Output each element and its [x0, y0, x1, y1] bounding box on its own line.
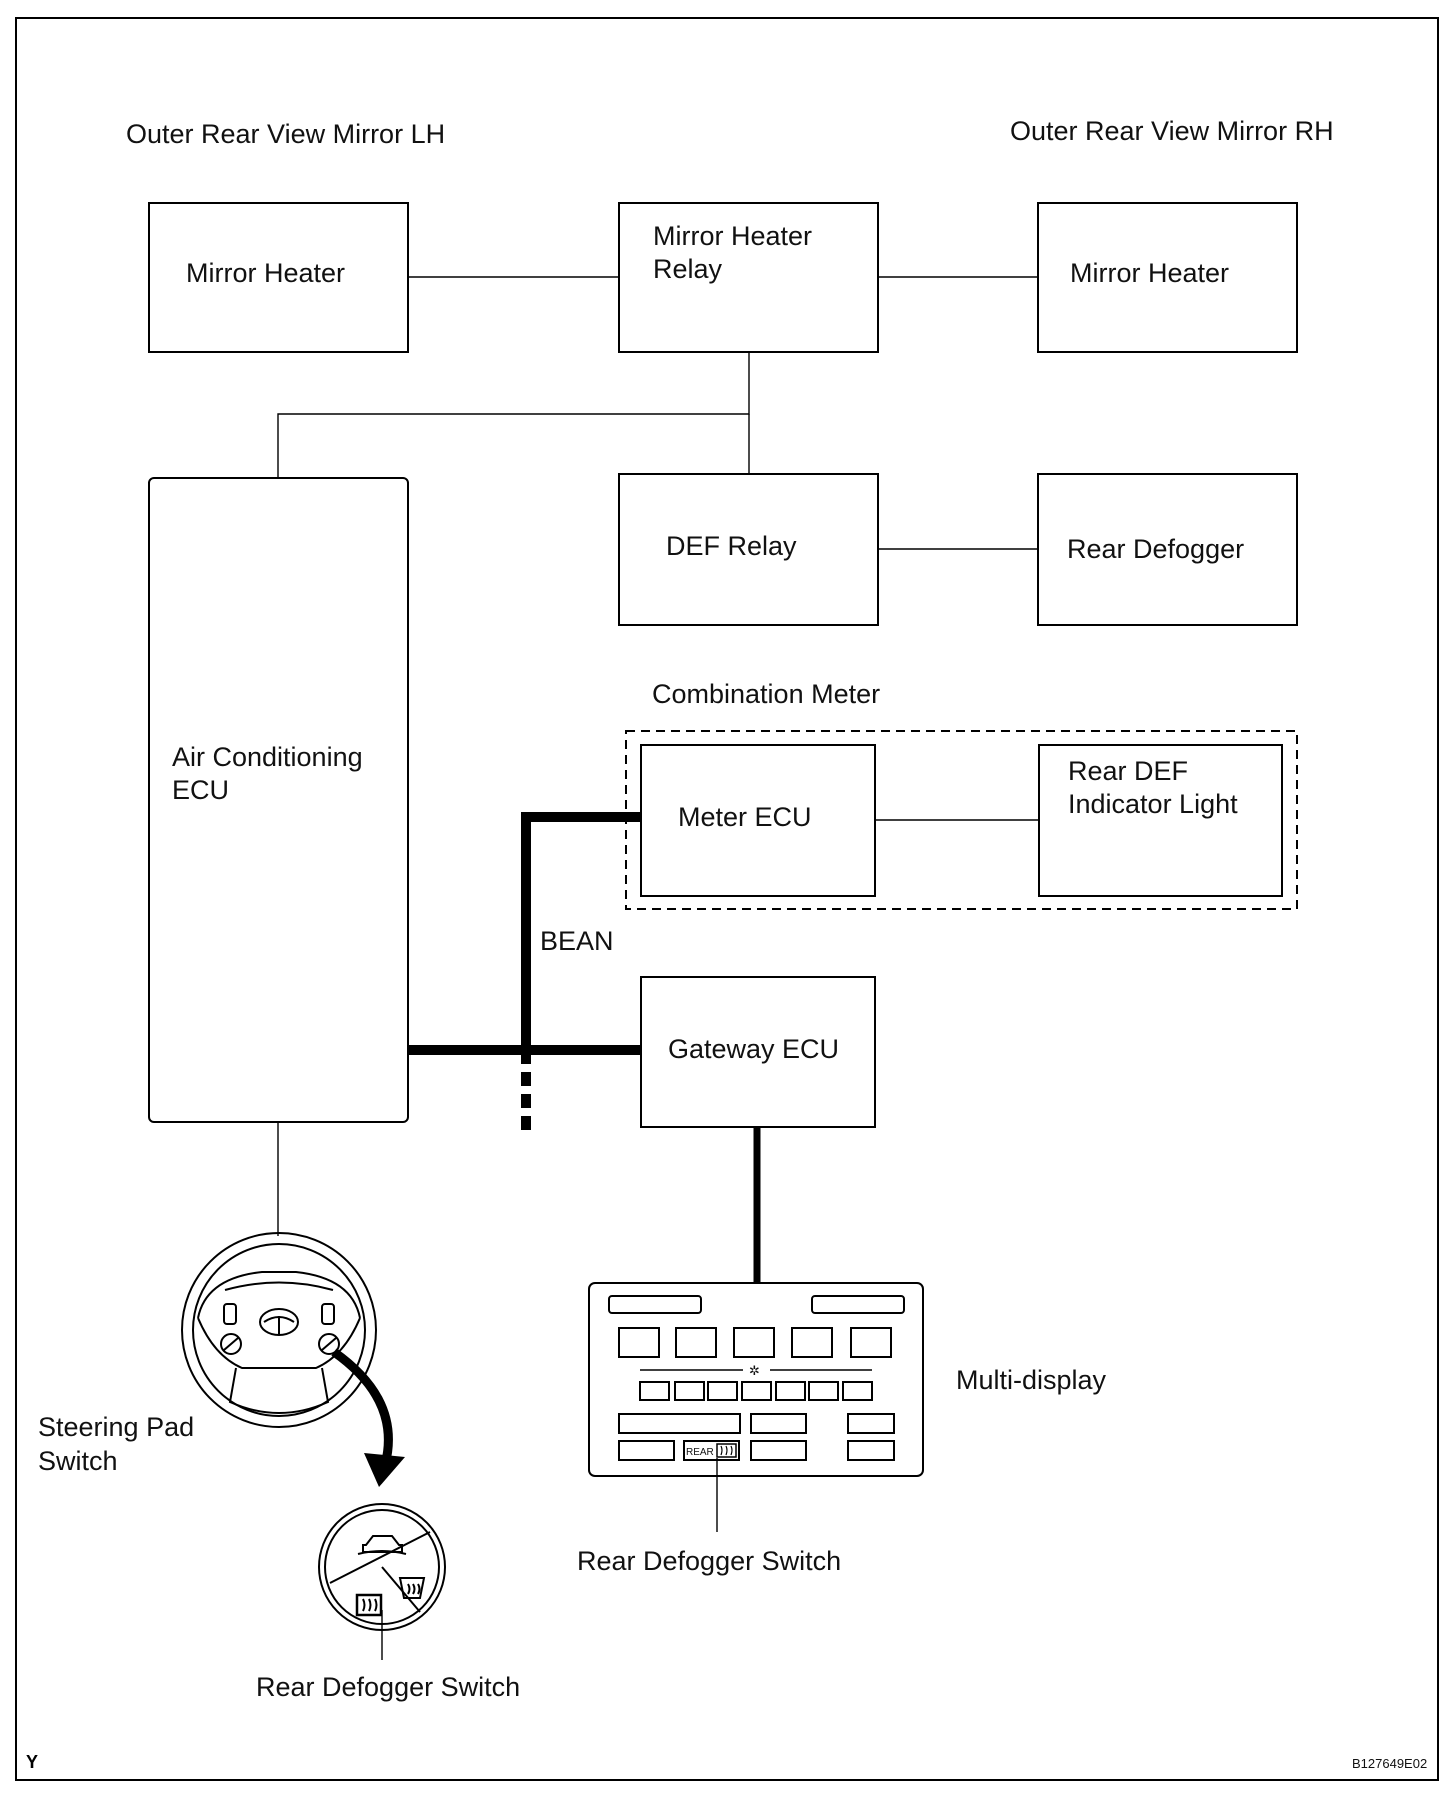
steering-pad-label-2: Switch [38, 1446, 118, 1476]
corner-y-label: Y [26, 1752, 38, 1772]
rear-def-indicator-label-1: Rear DEF [1068, 756, 1188, 786]
bean-bus-to-meter [521, 812, 641, 1050]
mirror-heater-rh-box [1037, 202, 1298, 353]
steering-wheel-icon [181, 1232, 377, 1428]
fan-icon: ✲ [749, 1363, 760, 1378]
mirror-heater-rh-label: Mirror Heater [1070, 258, 1229, 288]
outer-frame [15, 17, 1439, 1781]
ac-ecu-label-2: ECU [172, 775, 229, 805]
mirror-lh-title: Outer Rear View Mirror LH [126, 119, 445, 149]
ac-ecu-box [148, 477, 409, 1123]
figure-code-label: B127649E02 [1352, 1756, 1427, 1771]
rear-defogger-label: Rear Defogger [1067, 534, 1244, 564]
steering-pad-label-1: Steering Pad [38, 1412, 194, 1442]
rear-defogger-switch-sp-label: Rear Defogger Switch [256, 1672, 520, 1702]
rear-button-label: REAR [686, 1447, 714, 1458]
mirror-rh-title: Outer Rear View Mirror RH [1010, 116, 1334, 146]
meter-ecu-box [640, 744, 876, 897]
gateway-ecu-label: Gateway ECU [668, 1034, 839, 1064]
bean-label: BEAN [540, 926, 614, 956]
mirror-heater-lh-box [148, 202, 409, 353]
ac-ecu-label-1: Air Conditioning [172, 742, 363, 772]
zoom-arrow-head [364, 1453, 405, 1487]
mirror-heater-relay-box [618, 202, 879, 353]
mirror-heater-lh-label: Mirror Heater [186, 258, 345, 288]
def-relay-box [618, 473, 879, 626]
multi-display-panel: ✲ [588, 1282, 924, 1477]
combination-meter-label: Combination Meter [652, 679, 880, 709]
rear-def-indicator-label-2: Indicator Light [1068, 789, 1238, 819]
multi-display-rear-defogger-button[interactable]: REAR [683, 1440, 740, 1461]
rear-defogger-icon [355, 1593, 383, 1617]
steering-pad-switch-icon [318, 1503, 446, 1631]
mirror-heater-relay-label-2: Relay [653, 254, 723, 284]
def-relay-label: DEF Relay [666, 531, 797, 561]
rear-defogger-switch-md-label: Rear Defogger Switch [577, 1546, 841, 1576]
zoom-arrow [331, 1348, 393, 1467]
gateway-ecu-box [640, 976, 876, 1128]
wire-relay-ac-ecu [277, 353, 750, 477]
combination-meter-outline [625, 730, 1298, 910]
meter-ecu-label: Meter ECU [678, 802, 812, 832]
multi-display-label: Multi-display [956, 1365, 1107, 1395]
rear-defogger-icon [720, 1445, 733, 1456]
rear-def-indicator-box [1038, 744, 1283, 897]
rear-defogger-box [1037, 473, 1298, 626]
mirror-heater-relay-label-1: Mirror Heater [653, 221, 812, 251]
